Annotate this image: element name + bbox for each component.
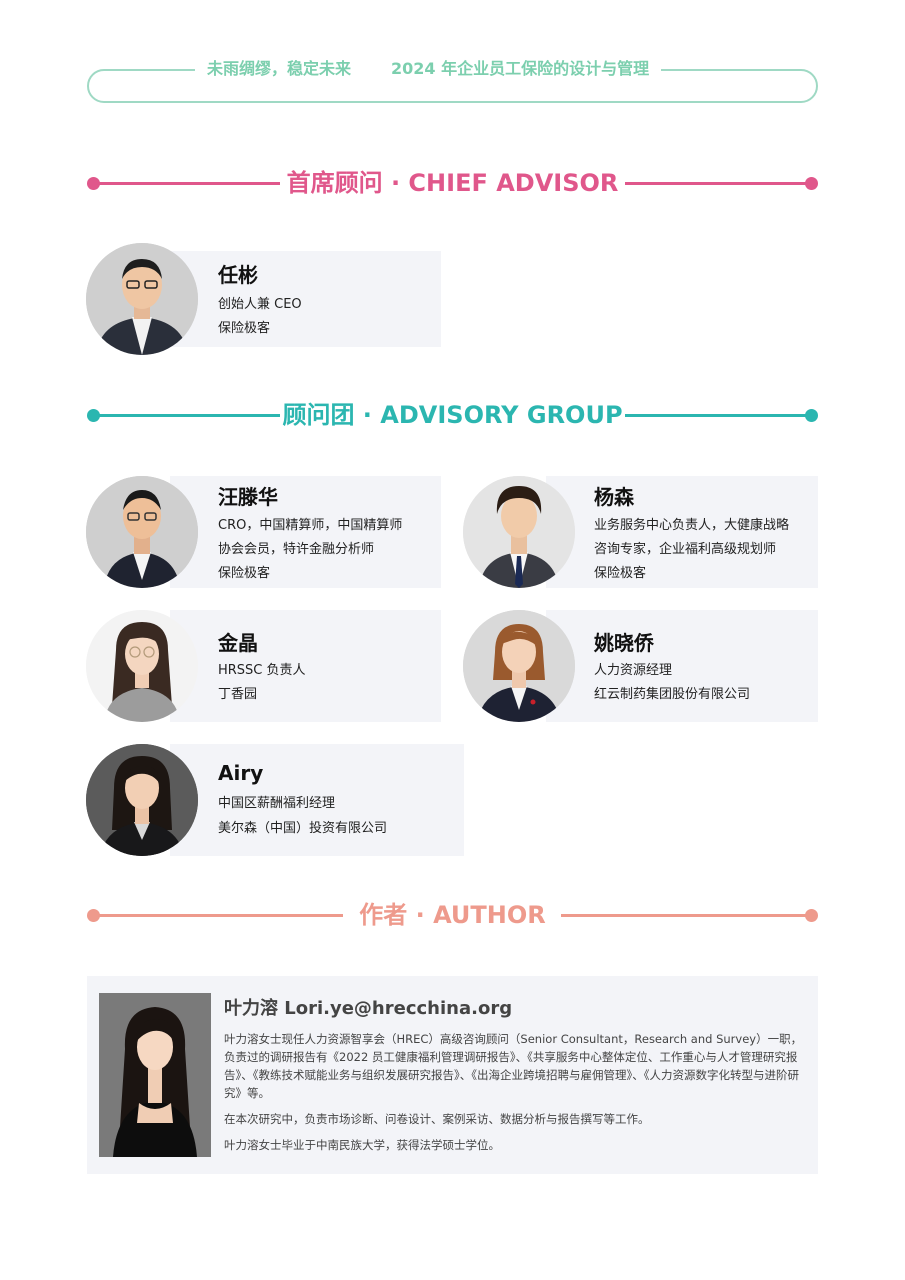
person-desc-line: 红云制药集团股份有限公司	[594, 687, 751, 702]
author-bio-paragraph: 叶力溶女士现任人力资源智享会（HREC）高级咨询顾问（Senior Consul…	[224, 1032, 803, 1100]
advisor-card	[170, 744, 464, 856]
person-role: 创始人兼 CEO	[218, 297, 302, 312]
header-report-title: 2024 年企业员工保险的设计与管理	[391, 59, 650, 78]
person-desc-line: 丁香园	[218, 687, 258, 702]
person-name: 汪滕华	[218, 485, 278, 509]
avatar	[86, 610, 198, 722]
person-desc-line: 中国区薪酬福利经理	[218, 796, 336, 811]
section-chief-advisor: 首席顾问 · CHIEF ADVISOR	[87, 168, 818, 198]
avatar	[463, 610, 575, 722]
person-name: 金晶	[218, 631, 258, 655]
author-bio-paragraph: 在本次研究中，负责市场诊断、问卷设计、案例采访、数据分析与报告撰写等工作。	[224, 1112, 650, 1126]
chief-advisor-card	[170, 251, 441, 347]
author-photo	[99, 993, 211, 1157]
person-desc-line: 保险极客	[594, 566, 647, 581]
person-desc-line: 咨询专家，企业福利高级规划师	[594, 542, 777, 557]
section-right-dot	[805, 409, 818, 422]
avatar	[86, 243, 198, 355]
author-name: 叶力溶 Lori.ye@hrecchina.org	[224, 998, 513, 1019]
person-name: Airy	[218, 761, 264, 785]
person-desc-line: 美尔森（中国）投资有限公司	[218, 821, 388, 836]
author-bio: 叶力溶女士现任人力资源智享会（HREC）高级咨询顾问（Senior Consul…	[224, 1030, 808, 1162]
person-name: 杨森	[594, 485, 634, 509]
avatar	[86, 744, 198, 856]
person-name: 任彬	[218, 263, 258, 287]
avatar	[463, 476, 575, 588]
section-right-line	[625, 182, 812, 185]
person-desc-line: 保险极客	[218, 566, 271, 581]
person-desc-line: CRO，中国精算师，中国精算师	[218, 518, 403, 533]
advisor-card	[546, 476, 818, 588]
advisor-card	[170, 610, 441, 722]
person-desc-line: 人力资源经理	[594, 663, 673, 678]
avatar	[86, 476, 198, 588]
advisor-card	[546, 610, 818, 722]
advisor-card	[170, 476, 441, 588]
section-right-dot	[805, 909, 818, 922]
section-advisory-group: 顾问团 · ADVISORY GROUP	[87, 400, 818, 430]
section-right-line	[561, 914, 812, 917]
section-right-dot	[805, 177, 818, 190]
section-right-line	[625, 414, 812, 417]
person-company: 保险极客	[218, 321, 271, 336]
person-desc-line: HRSSC 负责人	[218, 663, 306, 678]
person-name: 姚晓侨	[594, 631, 654, 655]
person-desc-line: 协会会员，特许金融分析师	[218, 542, 375, 557]
section-left-line	[93, 182, 280, 185]
section-author: 作者 · AUTHOR	[87, 900, 818, 930]
author-bio-paragraph: 叶力溶女士毕业于中南民族大学，获得法学硕士学位。	[224, 1138, 500, 1152]
section-left-line	[93, 414, 280, 417]
header-slogan: 未雨绸缪，稳定未来	[207, 59, 352, 78]
header-title: 未雨绸缪，稳定未来 2024 年企业员工保险的设计与管理	[195, 57, 662, 81]
section-title: 作者 · AUTHOR	[359, 901, 546, 929]
section-left-line	[93, 914, 343, 917]
person-desc-line: 业务服务中心负责人，大健康战略	[594, 518, 790, 533]
section-title: 首席顾问 · CHIEF ADVISOR	[286, 169, 619, 197]
section-title: 顾问团 · ADVISORY GROUP	[282, 401, 623, 429]
